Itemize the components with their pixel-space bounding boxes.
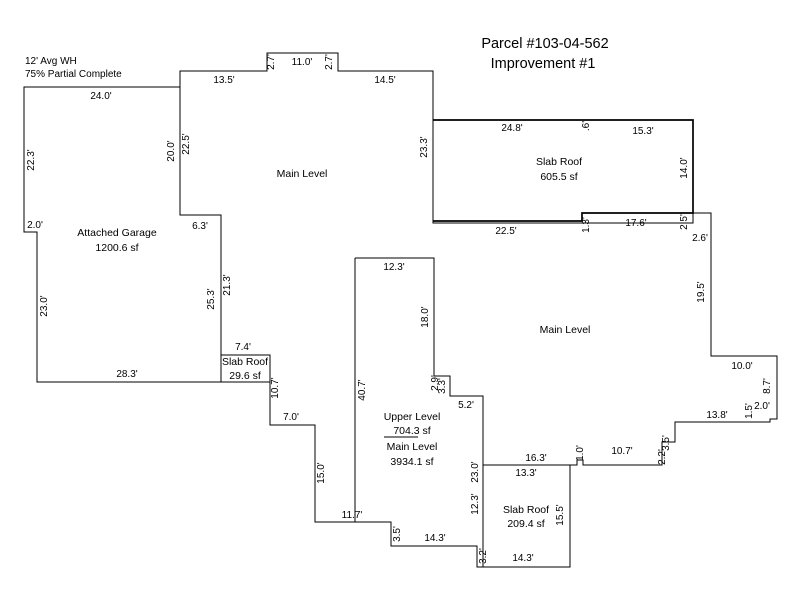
dimension-label: 2.0' — [754, 401, 770, 412]
slab-roof-bottom-label: Slab Roof — [503, 504, 549, 516]
parcel-number: Parcel #103-04-562 — [481, 36, 608, 52]
slab-roof-small-outline — [221, 354, 271, 382]
dimension-label: 5.2' — [458, 400, 474, 411]
upper-level-label: Upper Level — [384, 411, 441, 423]
dimension-label: 22.5' — [495, 226, 516, 237]
slab-roof-small-size: 29.6 sf — [229, 370, 261, 382]
dimension-label: 24.0' — [90, 91, 111, 102]
building-outline — [23, 52, 778, 568]
dimension-label: 22.5' — [181, 133, 192, 154]
dimension-label: 21.3' — [222, 274, 233, 295]
dimension-label: 14.3' — [424, 533, 445, 544]
dimension-label: 13.3' — [515, 468, 536, 479]
slab-roof-small-label: Slab Roof — [222, 356, 268, 368]
dimension-label: 2.7' — [324, 54, 335, 70]
dimension-label: 1.5' — [744, 403, 755, 419]
dimension-label: 15.5' — [555, 504, 566, 525]
upper-level-outline — [355, 257, 484, 465]
dimension-label: 25.3' — [206, 288, 217, 309]
dimension-label: 14.3' — [512, 553, 533, 564]
dimension-label: 3.5' — [661, 435, 672, 451]
dimension-label: 23.3' — [419, 136, 430, 157]
slab-roof-bottom-outline — [477, 464, 571, 568]
dimension-label: 3.3' — [437, 378, 448, 394]
dimension-label: 12.3' — [470, 493, 481, 514]
slab-roof-top-outline — [433, 119, 694, 222]
main-level-right-label: Main Level — [540, 324, 591, 336]
main-level-total-size: 3934.1 sf — [390, 456, 433, 468]
dimension-label: 10.7' — [270, 377, 281, 398]
main-level-upper-label: Main Level — [277, 168, 328, 180]
dimension-label: 2.5' — [679, 214, 690, 230]
dimension-label: 11.0' — [292, 57, 313, 68]
dimension-label: 18.0' — [420, 306, 431, 327]
main-level-divider — [179, 87, 222, 382]
garage-area-size: 1200.6 sf — [95, 242, 138, 254]
dimension-label: 7.0' — [283, 412, 299, 423]
dimension-label: 2.2' — [657, 449, 668, 465]
dimension-label: 12.3' — [383, 262, 404, 273]
dimension-label: 1.0' — [575, 445, 586, 461]
dimension-label: 40.7' — [357, 379, 368, 400]
dimension-label: 13.5' — [213, 75, 234, 86]
dimension-label: 14.0' — [679, 157, 690, 178]
dimension-label: 17.6' — [625, 218, 646, 229]
dimension-label: 13.8' — [706, 410, 727, 421]
dimension-label: 10.7' — [611, 446, 632, 457]
dimension-label: 28.3' — [116, 369, 137, 380]
dimension-label: 24.8' — [501, 123, 522, 134]
dimension-label: 22.3' — [26, 149, 37, 170]
dimension-label: 15.3' — [632, 126, 653, 137]
completion-note: 75% Partial Complete — [25, 69, 122, 80]
wall-height-note: 12' Avg WH — [25, 56, 77, 67]
dimension-label: 2.7' — [266, 54, 277, 70]
dimension-label: 2.0' — [27, 220, 43, 231]
dimension-label: 14.5' — [374, 75, 395, 86]
slab-roof-bottom-size: 209.4 sf — [507, 518, 544, 530]
dimension-label: 2.9' — [430, 375, 441, 391]
dimension-label: 3.2' — [478, 548, 489, 564]
slab-roof-label: Slab Roof — [536, 156, 582, 168]
slab-roof-size: 605.5 sf — [540, 171, 577, 183]
dimension-label: 11.7' — [342, 510, 363, 521]
dimension-label: 23.0' — [39, 295, 50, 316]
main-level-total-label: Main Level — [387, 441, 438, 453]
dimension-label: .6' — [581, 121, 592, 131]
dimension-label: 16.3' — [525, 453, 546, 464]
dimension-label: 19.5' — [696, 281, 707, 302]
dimension-label: 3.5' — [392, 526, 403, 542]
improvement-number: Improvement #1 — [491, 56, 596, 72]
dimension-label: 23.0' — [470, 461, 481, 482]
dimension-label: 15.0' — [316, 462, 327, 483]
dimension-label: 7.4' — [235, 342, 251, 353]
dimension-label: 10.0' — [731, 361, 752, 372]
dimension-label: 20.0' — [166, 140, 177, 161]
garage-area-label: Attached Garage — [77, 227, 157, 239]
dimension-label: 8.7' — [762, 378, 773, 394]
upper-level-size: 704.3 sf — [393, 425, 430, 437]
dimension-label: 1.3' — [581, 217, 592, 233]
dimension-label: 2.6' — [692, 233, 708, 244]
dimension-label: 6.3' — [192, 221, 208, 232]
